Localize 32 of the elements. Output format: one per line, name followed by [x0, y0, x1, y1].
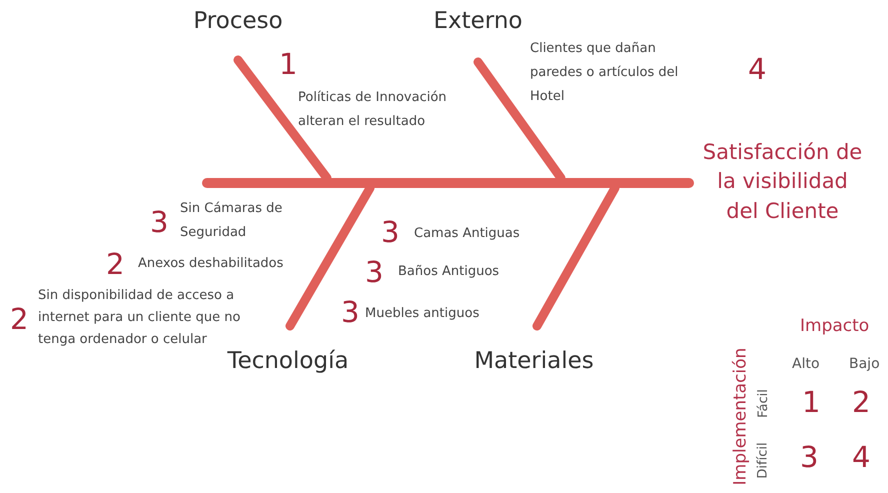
priority-number: 2 — [852, 388, 870, 417]
category-label: Proceso — [188, 8, 288, 36]
column-header: Bajo — [849, 356, 880, 373]
column-header: Alto — [792, 356, 820, 373]
priority-number: 4 — [852, 443, 870, 472]
priority-number: 3 — [381, 218, 400, 247]
cause-text: Baños Antiguos — [398, 263, 500, 281]
row-header: Fácil — [756, 389, 770, 418]
priority-number: 2 — [106, 250, 124, 279]
effect-label: Satisfacción de la visibilidad del Cliente — [700, 138, 865, 226]
fishbone-spine — [202, 178, 694, 188]
category-label: Externo — [428, 8, 528, 36]
cause-text: Sin disponibilidad de acceso a internet para un cliente que no tenga ordenador o celular — [38, 287, 242, 349]
cause-text: Anexos deshabilitados — [138, 255, 284, 273]
priority-number: 1 — [802, 388, 820, 417]
priority-number: 1 — [279, 50, 298, 79]
priority-number: 3 — [365, 258, 384, 287]
axis-title: Impacto — [800, 316, 870, 336]
cause-text: Políticas de Innovación alteran el resultado — [298, 89, 448, 131]
row-header: Difícil — [756, 442, 770, 479]
category-label: Materiales — [466, 348, 602, 376]
cause-text: Clientes que dañan paredes o artículos del Hotel — [530, 40, 680, 106]
cause-text: Sin Cámaras de Seguridad — [180, 200, 284, 242]
priority-number: 3 — [341, 298, 360, 327]
priority-number: 4 — [748, 55, 766, 84]
cause-text: Muebles antiguos — [365, 305, 480, 323]
cause-text: Camas Antiguas — [414, 225, 520, 243]
priority-number: 3 — [150, 208, 168, 237]
priority-number: 2 — [10, 305, 28, 334]
priority-number: 3 — [800, 443, 818, 472]
category-label: Tecnología — [218, 348, 358, 376]
axis-title: Implementación — [732, 348, 750, 486]
